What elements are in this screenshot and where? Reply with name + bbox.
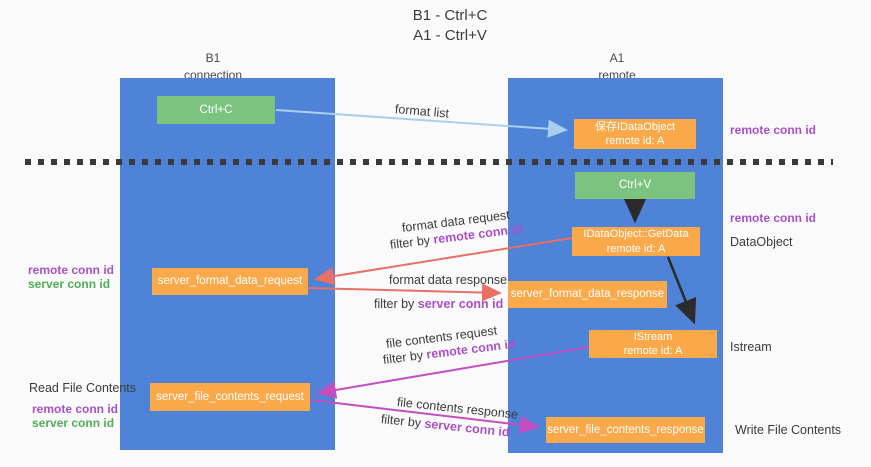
server-conn-id-text: server conn id bbox=[423, 416, 511, 440]
save-idataobject-line2: remote id: A bbox=[605, 135, 665, 147]
dashed-separator-line bbox=[25, 159, 833, 165]
server-format-data-response-box: server_format_data_response bbox=[508, 281, 667, 308]
istream-side-label: Istream bbox=[730, 340, 772, 354]
ctrl-v-box: Ctrl+V bbox=[575, 172, 695, 199]
left-remote-conn-id-bottom: remote conn id bbox=[32, 402, 119, 416]
left-server-conn-id-mid: server conn id bbox=[28, 277, 111, 291]
getdata-box: IDataObject::GetData remote id: A bbox=[572, 227, 700, 256]
server-format-data-response-label: server_format_data_response bbox=[510, 288, 665, 301]
server-format-data-request-label: server_format_data_request bbox=[157, 275, 303, 288]
ctrl-v-label: Ctrl+V bbox=[618, 179, 652, 192]
getdata-line2: remote id: A bbox=[606, 242, 666, 255]
right-remote-conn-id-mid: remote conn id bbox=[730, 211, 817, 225]
istream-line1: IStream bbox=[633, 330, 673, 343]
getdata-line1: IDataObject::GetData bbox=[583, 228, 689, 241]
dataobject-label: DataObject bbox=[730, 235, 793, 249]
format-list-label: format list bbox=[394, 102, 450, 121]
left-column-name: B1 bbox=[205, 51, 221, 65]
filter-by-text: filter by bbox=[389, 232, 435, 252]
ctrl-c-label: Ctrl+C bbox=[199, 103, 233, 116]
format-data-response-label: format data response bbox=[389, 273, 508, 287]
istream-line2: remote id: A bbox=[623, 345, 683, 357]
format-data-response-filter-label: filter by server conn id bbox=[374, 297, 503, 311]
format-data-response-arrow bbox=[307, 283, 502, 302]
write-file-contents-label: Write File Contents bbox=[735, 423, 842, 437]
server-file-contents-response-box: server_file_contents_response bbox=[546, 417, 705, 443]
filter-by-text: filter by bbox=[380, 412, 426, 431]
read-file-contents-label: Read File Contents bbox=[29, 381, 137, 395]
ctrl-c-box: Ctrl+C bbox=[157, 96, 275, 124]
right-column-name: A1 bbox=[609, 51, 625, 65]
server-file-contents-request-label: server_file_contents_request bbox=[156, 390, 304, 403]
save-idataobject-box: 保存IDataObject remote id: A bbox=[574, 119, 696, 149]
title-line-2: A1 - Ctrl+V bbox=[413, 27, 487, 45]
left-server-conn-id-bottom: server conn id bbox=[32, 416, 115, 430]
left-remote-conn-id-mid: remote conn id bbox=[28, 263, 115, 277]
server-format-data-request-box: server_format_data_request bbox=[152, 268, 308, 295]
save-idataobject-line1: 保存IDataObject bbox=[594, 120, 676, 133]
server-file-contents-request-box: server_file_contents_request bbox=[150, 383, 310, 411]
diagram-title: B1 - Ctrl+C A1 - Ctrl+V bbox=[350, 6, 550, 47]
server-conn-id-text: server conn id bbox=[417, 297, 504, 311]
istream-box: IStream remote id: A bbox=[589, 330, 717, 358]
server-file-contents-response-label: server_file_contents_response bbox=[547, 423, 704, 436]
right-remote-conn-id-top: remote conn id bbox=[730, 123, 817, 137]
title-line-1: B1 - Ctrl+C bbox=[412, 7, 488, 24]
filter-by-text: filter by bbox=[374, 297, 418, 311]
